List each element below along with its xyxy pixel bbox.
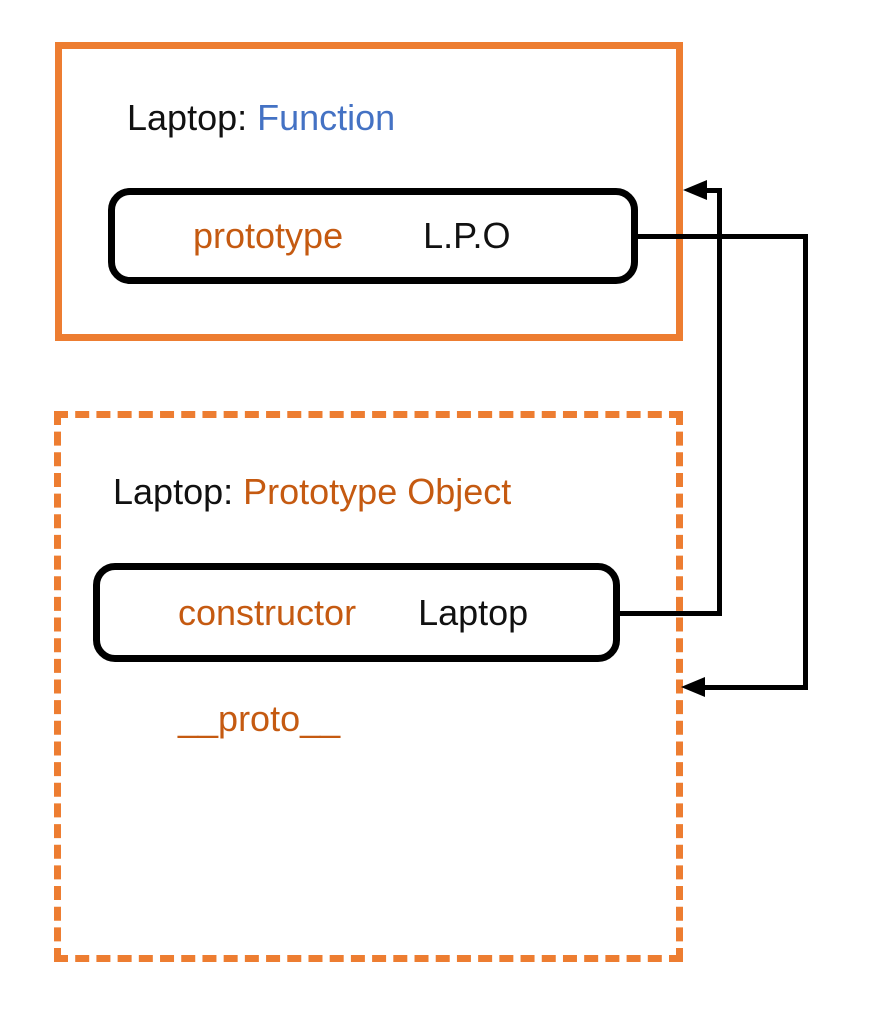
prototype-property-key: prototype — [193, 215, 344, 256]
arrow-constructor-segment-in — [703, 188, 722, 193]
prototype-object-box — [54, 411, 683, 962]
arrow-constructor-segment-out — [620, 611, 722, 616]
prototype-object-box-label: Laptop:Prototype Object — [113, 470, 511, 514]
left-arrowhead-icon — [683, 180, 707, 200]
prototype-object-box-type: Prototype Object — [243, 471, 512, 512]
prototype-property-value: L.P.O — [423, 215, 511, 256]
constructor-property-value: Laptop — [418, 591, 529, 633]
arrow-prototype-segment-in — [700, 685, 808, 690]
arrow-constructor-segment-up — [717, 188, 722, 616]
function-box — [55, 42, 683, 341]
left-arrowhead-icon — [681, 677, 705, 697]
function-box-type: Function — [257, 97, 396, 138]
function-box-label: Laptop:Function — [127, 96, 395, 140]
constructor-property-key: constructor — [178, 591, 357, 633]
constructor-property-pill: constructor Laptop — [93, 563, 620, 662]
function-box-object-name: Laptop: — [127, 97, 248, 138]
prototype-property-pill: prototype L.P.O — [108, 188, 638, 284]
proto-label: __proto__ — [178, 698, 341, 739]
arrow-prototype-segment-down — [803, 234, 808, 690]
prototype-object-box-object-name: Laptop: — [113, 471, 234, 512]
arrow-prototype-segment-out — [638, 234, 808, 239]
